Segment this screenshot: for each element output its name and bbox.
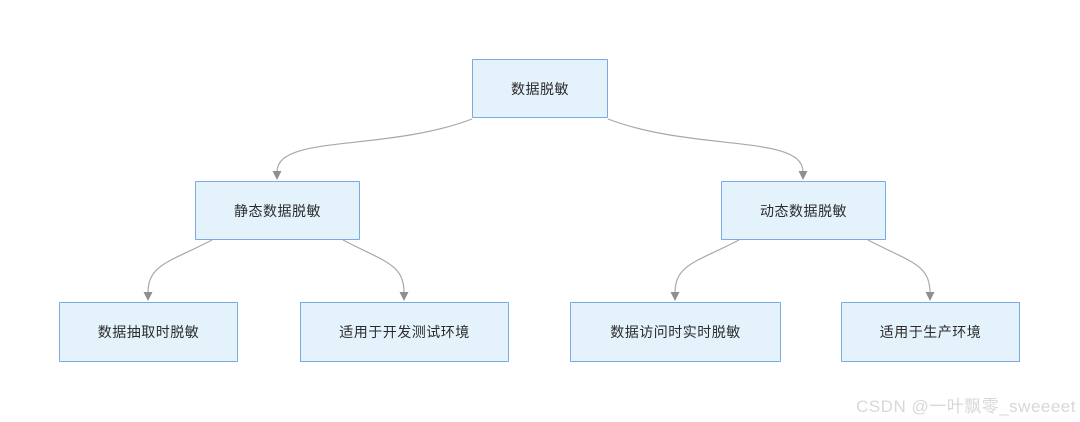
edge-dynamic-realtime xyxy=(670,239,740,301)
node-label: 适用于开发测试环境 xyxy=(339,324,470,340)
node-realtime-masking-on-access[interactable]: 数据访问时实时脱敏 xyxy=(570,302,781,362)
node-masking-on-extraction[interactable]: 数据抽取时脱敏 xyxy=(59,302,238,362)
node-label: 动态数据脱敏 xyxy=(760,202,847,219)
node-static-data-masking[interactable]: 静态数据脱敏 xyxy=(195,181,360,240)
csdn-watermark: CSDN @一叶飘零_sweeeet xyxy=(856,397,1076,416)
node-label: 适用于生产环境 xyxy=(879,324,982,340)
node-label: 数据脱敏 xyxy=(511,80,569,97)
node-dynamic-data-masking[interactable]: 动态数据脱敏 xyxy=(721,181,886,240)
node-production-environment[interactable]: 适用于生产环境 xyxy=(841,302,1020,362)
node-label: 静态数据脱敏 xyxy=(234,202,321,219)
edge-static-env xyxy=(342,239,409,301)
node-label: 数据访问时实时脱敏 xyxy=(610,324,741,340)
node-label: 数据抽取时脱敏 xyxy=(97,324,200,340)
edge-root-static xyxy=(272,118,473,180)
node-dev-test-environment[interactable]: 适用于开发测试环境 xyxy=(300,302,509,362)
edge-root-dynamic xyxy=(607,118,808,180)
edge-dynamic-env xyxy=(867,239,935,301)
edge-static-extract xyxy=(143,239,213,301)
node-data-masking[interactable]: 数据脱敏 xyxy=(472,59,608,118)
